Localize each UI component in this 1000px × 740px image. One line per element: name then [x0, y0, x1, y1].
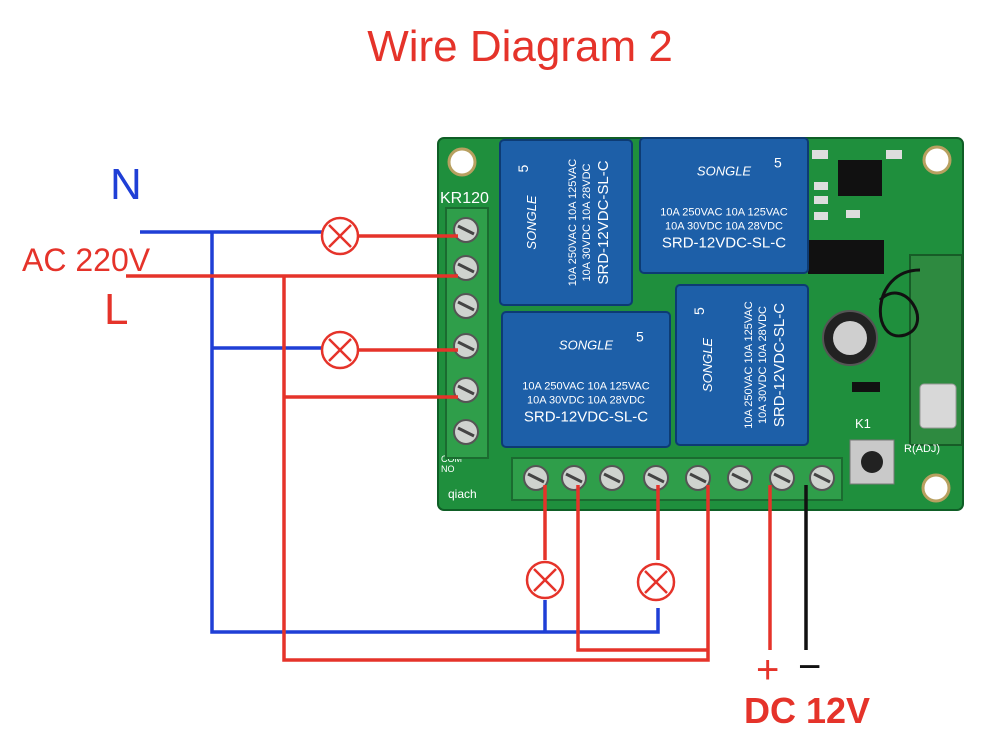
screw-terminal[interactable] [453, 293, 479, 319]
screw-terminal[interactable] [453, 419, 479, 445]
neutral-label: N [110, 160, 142, 209]
relay-model-text: SRD-12VDC-SL-C [662, 235, 786, 252]
screw-terminal[interactable] [561, 465, 587, 491]
relay-rating1-text: 10A 250VAC 10A 125VAC [522, 381, 649, 393]
lamp-icon [320, 216, 360, 256]
screw-terminal[interactable] [453, 377, 479, 403]
board-brand-label: qiach [448, 487, 477, 501]
adj-label: R(ADJ) [904, 443, 940, 455]
lamp-icon [525, 560, 565, 600]
screw-terminal[interactable] [599, 465, 625, 491]
relay-component: SONGLE 10A 250VAC 10A 125VAC 10A 30VDC 10A… [501, 311, 671, 448]
relay-cert-text: 5 [691, 307, 707, 315]
antenna-coil [878, 268, 921, 338]
dc-voltage-label: DC 12V [744, 690, 871, 731]
relay-rating1-text: 10A 250VAC 10A 125VAC [567, 159, 579, 286]
live-wires [126, 234, 772, 662]
screw-terminal[interactable] [685, 465, 711, 491]
relay-cert-text: 5 [636, 329, 644, 345]
relay-rating1-text: 10A 250VAC 10A 125VAC [660, 207, 787, 219]
mount-hole [921, 473, 951, 503]
lamp-icon [636, 562, 676, 602]
k1-label: K1 [855, 416, 871, 431]
mount-hole [447, 147, 477, 177]
relay-model-text: SRD-12VDC-SL-C [595, 160, 612, 284]
relay-brand-text: SONGLE [524, 195, 539, 250]
live-bus-wire [282, 276, 710, 662]
relay-cert-text: 5 [515, 165, 531, 173]
dc-minus-label: − [798, 645, 822, 689]
relay-rating2-text: 10A 30VDC 10A 28VDC [665, 221, 783, 233]
screw-terminal[interactable] [769, 465, 795, 491]
push-button[interactable] [849, 439, 895, 485]
mount-hole [922, 145, 952, 175]
relay-rating2-text: 10A 30VDC 10A 28VDC [581, 163, 593, 281]
screw-terminal[interactable] [643, 465, 669, 491]
relay-component: SONGLE 10A 250VAC 10A 125VAC 10A 30VDC 10A… [639, 137, 809, 274]
relay-model-text: SRD-12VDC-SL-C [771, 303, 788, 427]
ac-voltage-label: AC 220V [22, 242, 151, 278]
relay-model-text: SRD-12VDC-SL-C [524, 409, 648, 426]
relay-rating2-text: 10A 30VDC 10A 28VDC [757, 306, 769, 424]
crystal [919, 383, 957, 429]
screw-terminal[interactable] [453, 217, 479, 243]
diagram-title: Wire Diagram 2 [367, 22, 673, 71]
screw-terminal[interactable] [453, 333, 479, 359]
relay-rating1-text: 10A 250VAC 10A 125VAC [743, 301, 755, 428]
live-label: L [104, 285, 129, 334]
dc-plus-label: + [756, 648, 780, 692]
neutral-wires [140, 230, 660, 634]
neutral-bus-wire [210, 232, 660, 634]
lamp-icon [320, 330, 360, 370]
screw-terminal[interactable] [727, 465, 753, 491]
relay-brand-text: SONGLE [700, 338, 715, 393]
capacitor [822, 310, 878, 366]
screw-terminal[interactable] [523, 465, 549, 491]
relay-cert-text: 5 [774, 155, 782, 171]
no-label: NO [441, 464, 455, 474]
relay-brand-text: SONGLE [697, 164, 752, 179]
screw-terminal[interactable] [809, 465, 835, 491]
ic-chip [838, 160, 882, 196]
relay-brand-text: SONGLE [559, 338, 614, 353]
live-com-wire [576, 485, 708, 652]
board-model-label: KR120 [440, 190, 489, 207]
bottom-terminal-block [511, 457, 843, 501]
ic-chip [808, 240, 884, 274]
left-terminal-block [445, 207, 489, 459]
screw-terminal[interactable] [453, 255, 479, 281]
relay-rating2-text: 10A 30VDC 10A 28VDC [527, 395, 645, 407]
